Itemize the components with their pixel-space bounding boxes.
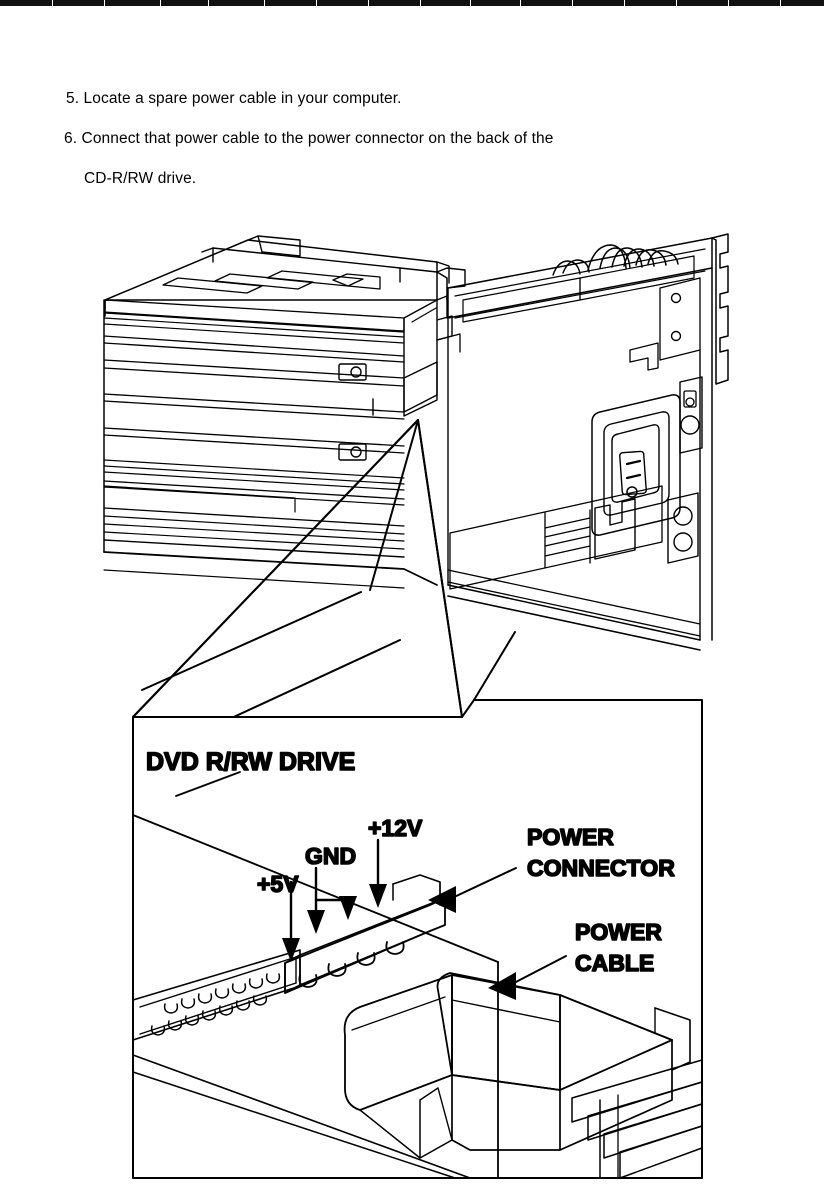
rear-panel-illustration	[436, 233, 729, 651]
detail-labels: DVD R/RW DRIVE +5V GND +12V POWER CONNEC…	[145, 747, 676, 977]
computer-chassis-illustration	[103, 235, 450, 589]
power-connector-leader	[428, 867, 517, 913]
instruction-step-6-continued: CD-R/RW drive.	[84, 170, 197, 187]
callout-lines-upper	[132, 419, 463, 718]
drive-label-leader	[175, 771, 241, 797]
instruction-step-5: 5. Locate a spare power cable in your co…	[66, 90, 402, 107]
label-power-connector-line2: CONNECTOR	[527, 855, 675, 881]
label-pin-gnd: GND	[305, 843, 356, 869]
molex-power-connector	[284, 874, 446, 994]
pin-pointer-arrows	[282, 838, 387, 962]
label-drive: DVD R/RW DRIVE	[146, 748, 355, 776]
label-power-cable-line2: CABLE	[575, 950, 654, 976]
molex-power-cable-plug	[343, 972, 703, 1179]
label-power-cable-line1: POWER	[575, 919, 662, 945]
scan-artifact-band	[0, 0, 824, 6]
power-cable-leader	[488, 955, 567, 1000]
label-pin-5v: +5V	[257, 871, 299, 897]
label-power-connector-line1: POWER	[527, 824, 614, 850]
drive-rear-detail	[132, 771, 703, 1179]
instruction-step-6: 6. Connect that power cable to the power…	[64, 130, 554, 147]
power-switch-icon	[591, 394, 681, 536]
label-pin-12v: +12V	[368, 815, 423, 841]
